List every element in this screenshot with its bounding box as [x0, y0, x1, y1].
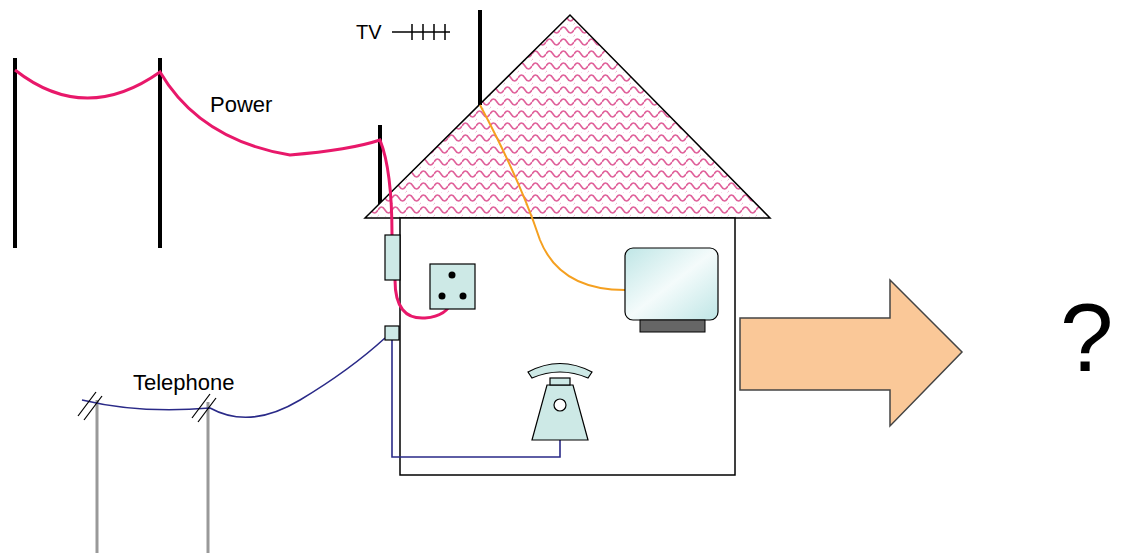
tv-set	[625, 248, 718, 332]
wire-marks	[78, 392, 216, 422]
block-arrow	[740, 280, 962, 426]
power-wire	[15, 70, 452, 318]
telephone-box	[385, 326, 399, 340]
power-poles	[15, 58, 380, 248]
power-socket	[430, 264, 475, 309]
question-mark: ?	[1060, 290, 1113, 386]
telephone	[528, 364, 592, 441]
telephone-wire	[82, 338, 560, 457]
roof	[365, 15, 770, 218]
house-wall	[400, 218, 735, 475]
meter-box	[385, 235, 400, 280]
tv-cable	[480, 105, 625, 290]
wire-label: Power	[210, 94, 272, 116]
telephone-poles	[97, 400, 208, 553]
antenna-label: TV	[356, 22, 382, 42]
tv-antenna	[392, 10, 480, 105]
wire-label: Telephone	[133, 372, 235, 394]
